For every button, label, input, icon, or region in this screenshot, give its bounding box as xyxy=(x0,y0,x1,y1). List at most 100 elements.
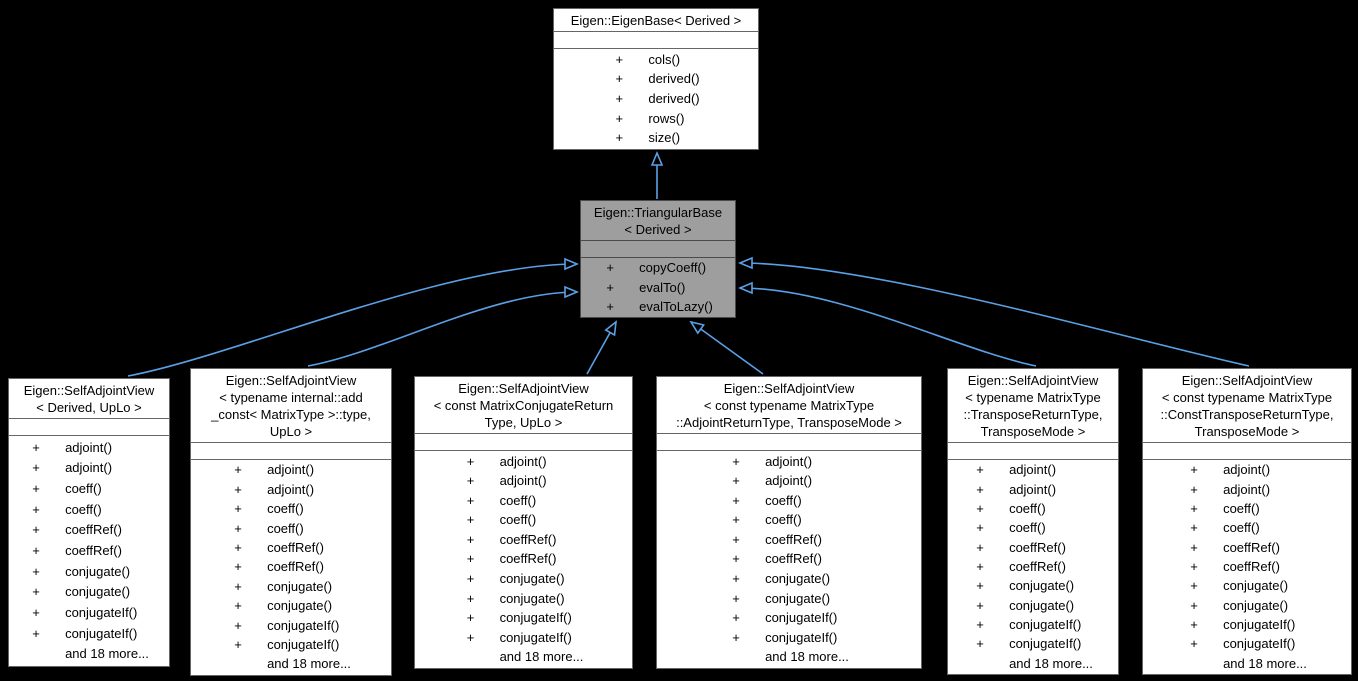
visibility-public-plus: + xyxy=(466,629,475,645)
method-name: evalToLazy() xyxy=(639,298,713,314)
visibility-public-plus: + xyxy=(32,542,40,558)
method-name: adjoint() xyxy=(65,460,113,476)
method-row: +adjoint() xyxy=(231,481,351,499)
visibility-public-plus: + xyxy=(32,604,40,620)
visibility-public-plus: + xyxy=(732,629,740,645)
attributes-section xyxy=(657,433,921,451)
method-name: conjugateIf() xyxy=(1009,636,1082,652)
method-row: +coeff() xyxy=(29,480,149,498)
method-name: coeffRef() xyxy=(1009,539,1066,555)
visibility-public-plus: + xyxy=(234,637,242,653)
method-row: +conjugateIf() xyxy=(231,636,351,654)
method-row: +coeffRef() xyxy=(1187,539,1307,557)
method-row: + coeff() xyxy=(464,492,584,510)
method-row: +adjoint() xyxy=(464,453,584,471)
visibility-public-plus: + xyxy=(466,473,475,489)
method-row: +coeffRef() xyxy=(973,539,1093,557)
class-node-triangularbase-current[interactable]: Eigen::TriangularBase < Derived > + copyC… xyxy=(580,200,736,318)
visibility-public-plus: + xyxy=(615,110,624,126)
visibility-public-plus: + xyxy=(32,439,40,455)
method-row: +coeffRef() xyxy=(1187,558,1307,576)
visibility-public-plus: + xyxy=(32,501,40,517)
methods-section: +adjoint()+adjoint()+coeff()+coeff()+coe… xyxy=(948,460,1118,674)
method-name: conjugateIf() xyxy=(1009,616,1082,632)
method-row: + copyCoeff() xyxy=(603,259,713,277)
method-row: +coeffRef() xyxy=(464,531,584,549)
class-node-selfadjointview-derived-uplo[interactable]: Eigen::SelfAdjointView < Derived, UpLo >… xyxy=(8,378,170,667)
class-node-selfadjointview-transpose-return[interactable]: Eigen::SelfAdjointView < typename Matrix… xyxy=(947,368,1119,675)
method-row: +conjugate() xyxy=(729,570,849,588)
method-row: + coeff() xyxy=(464,511,584,529)
method-row: +coeff() xyxy=(231,520,351,538)
method-name: coeff() xyxy=(765,492,802,508)
method-name: cols() xyxy=(648,51,681,67)
method-name: coeff() xyxy=(267,520,304,536)
class-title: Eigen::SelfAdjointView < const MatrixCon… xyxy=(433,381,614,430)
class-title: Eigen::TriangularBase < Derived > xyxy=(593,205,723,237)
method-row: +adjoint() xyxy=(973,481,1093,499)
method-row: +coeff() xyxy=(973,500,1093,518)
visibility-public-plus: + xyxy=(234,481,242,497)
method-row: +conjugateIf() xyxy=(464,629,584,647)
method-row: +conjugateIf() xyxy=(1187,635,1307,653)
attributes-section xyxy=(948,442,1118,460)
visibility-public-plus: + xyxy=(1190,597,1198,613)
visibility-public-plus: + xyxy=(32,584,40,600)
method-name: coeff() xyxy=(499,512,537,528)
method-row: +coeff() xyxy=(1187,500,1307,518)
method-row: +conjugateIf() xyxy=(1187,616,1307,634)
method-row: +conjugate() xyxy=(973,597,1093,615)
method-name: rows() xyxy=(648,110,685,126)
method-name: coeff() xyxy=(765,512,802,528)
methods-section: + copyCoeff() +evalTo() + evalToLazy() xyxy=(581,258,735,317)
method-row: +coeff() xyxy=(973,519,1093,537)
method-name: conjugate() xyxy=(1009,578,1075,594)
method-name: conjugate() xyxy=(65,563,131,579)
visibility-public-plus: + xyxy=(615,130,624,146)
method-name: copyCoeff() xyxy=(639,260,707,276)
method-row: +evalTo() xyxy=(603,279,713,297)
class-node-eigenbase[interactable]: Eigen::EigenBase< Derived > +cols()+deri… xyxy=(553,8,759,150)
class-node-selfadjointview-adjoint-return[interactable]: Eigen::SelfAdjointView < const typename … xyxy=(656,376,922,669)
class-title: Eigen::SelfAdjointView < const typename … xyxy=(676,381,902,430)
visibility-public-plus: + xyxy=(466,512,475,528)
method-row: +conjugateIf() xyxy=(973,616,1093,634)
attributes-section xyxy=(1143,442,1351,460)
class-node-selfadjointview-matrix-conjugate[interactable]: Eigen::SelfAdjointView < const MatrixCon… xyxy=(414,376,633,669)
visibility-public-plus: + xyxy=(732,551,740,567)
method-name: coeff() xyxy=(499,492,537,508)
more-members-label: and 18 more... xyxy=(1223,655,1307,671)
class-title: Eigen::SelfAdjointView < typename Matrix… xyxy=(963,373,1103,439)
method-row: +coeff() xyxy=(729,492,849,510)
visibility-public-plus: + xyxy=(615,90,624,106)
more-members-label: and 18 more... xyxy=(267,656,351,672)
visibility-public-plus: + xyxy=(32,460,40,476)
method-name: adjoint() xyxy=(765,473,813,489)
class-node-selfadjointview-const-transpose-return[interactable]: Eigen::SelfAdjointView < const typename … xyxy=(1142,368,1352,675)
visibility-public-plus: + xyxy=(732,531,740,547)
visibility-public-plus: + xyxy=(32,563,40,579)
method-row: +coeff() xyxy=(29,501,149,519)
visibility-public-plus: + xyxy=(32,480,40,496)
method-name: size() xyxy=(648,130,681,146)
visibility-public-plus: + xyxy=(732,453,740,469)
method-row: +conjugateIf() xyxy=(29,625,149,643)
visibility-public-plus: + xyxy=(606,260,614,276)
method-row: +adjoint() xyxy=(464,472,584,490)
method-name: conjugateIf() xyxy=(267,617,340,633)
class-node-selfadjointview-add-const[interactable]: Eigen::SelfAdjointView < typename intern… xyxy=(190,368,392,676)
visibility-public-plus: + xyxy=(466,551,475,567)
methods-section: +adjoint()+adjoint()+coeff()+coeff()+coe… xyxy=(9,436,169,666)
method-name: conjugateIf() xyxy=(499,610,572,626)
method-name: conjugateIf() xyxy=(1223,636,1296,652)
visibility-public-plus: + xyxy=(466,453,475,469)
method-row: + conjugate() xyxy=(29,563,149,581)
visibility-public-plus: + xyxy=(466,492,475,508)
method-row: +coeffRef() xyxy=(973,558,1093,576)
visibility-public-plus: + xyxy=(466,571,475,587)
visibility-public-plus: + xyxy=(615,51,624,67)
attributes-section xyxy=(581,240,735,258)
method-name: coeff() xyxy=(1009,520,1046,536)
method-name: coeff() xyxy=(267,501,304,517)
